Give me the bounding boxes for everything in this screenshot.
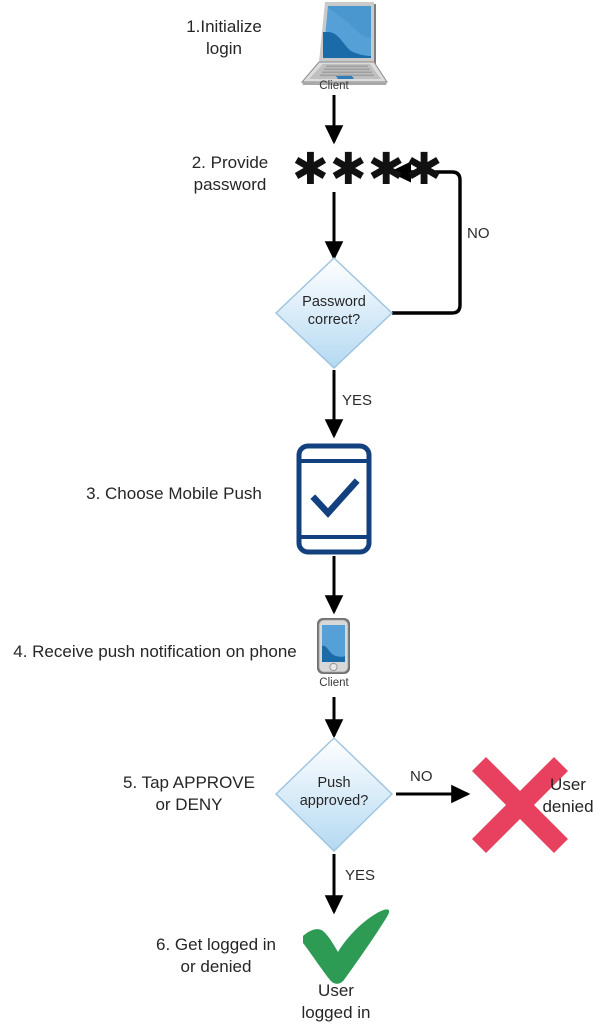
laptop-client-caption: Client [319, 80, 349, 92]
laptop-icon [300, 2, 388, 85]
phone-client-caption: Client [319, 677, 349, 689]
red-x-icon [472, 757, 568, 853]
green-check-icon [303, 909, 390, 984]
edge-label-password-no: NO [467, 225, 490, 242]
step-2-label: 2. Provide password [191, 153, 269, 194]
step-5-label: 5. Tap APPROVE or DENY [123, 773, 255, 814]
edge-label-push-yes: YES [345, 867, 376, 884]
step-4-label: 4. Receive push notification on phone [13, 642, 297, 661]
step-6-label: 6. Get logged in or denied [155, 935, 277, 976]
step-1-label: 1.Initialize login [186, 17, 262, 58]
phone-check-icon [296, 443, 372, 555]
edge-label-push-no: NO [410, 768, 433, 785]
decision-push-shape[interactable] [274, 737, 394, 852]
step-3-label: 3. Choose Mobile Push [86, 484, 262, 503]
arrow-password-no-loop [389, 161, 462, 315]
edge-label-password-yes: YES [342, 392, 373, 409]
decision-password-shape[interactable] [274, 257, 394, 369]
password-asterisks: ✱✱✱✱ [292, 144, 444, 195]
outcome-logged-in-label: User logged in [301, 981, 371, 1022]
phone-small-icon [317, 618, 350, 674]
outcome-denied-label: User denied [542, 775, 594, 816]
